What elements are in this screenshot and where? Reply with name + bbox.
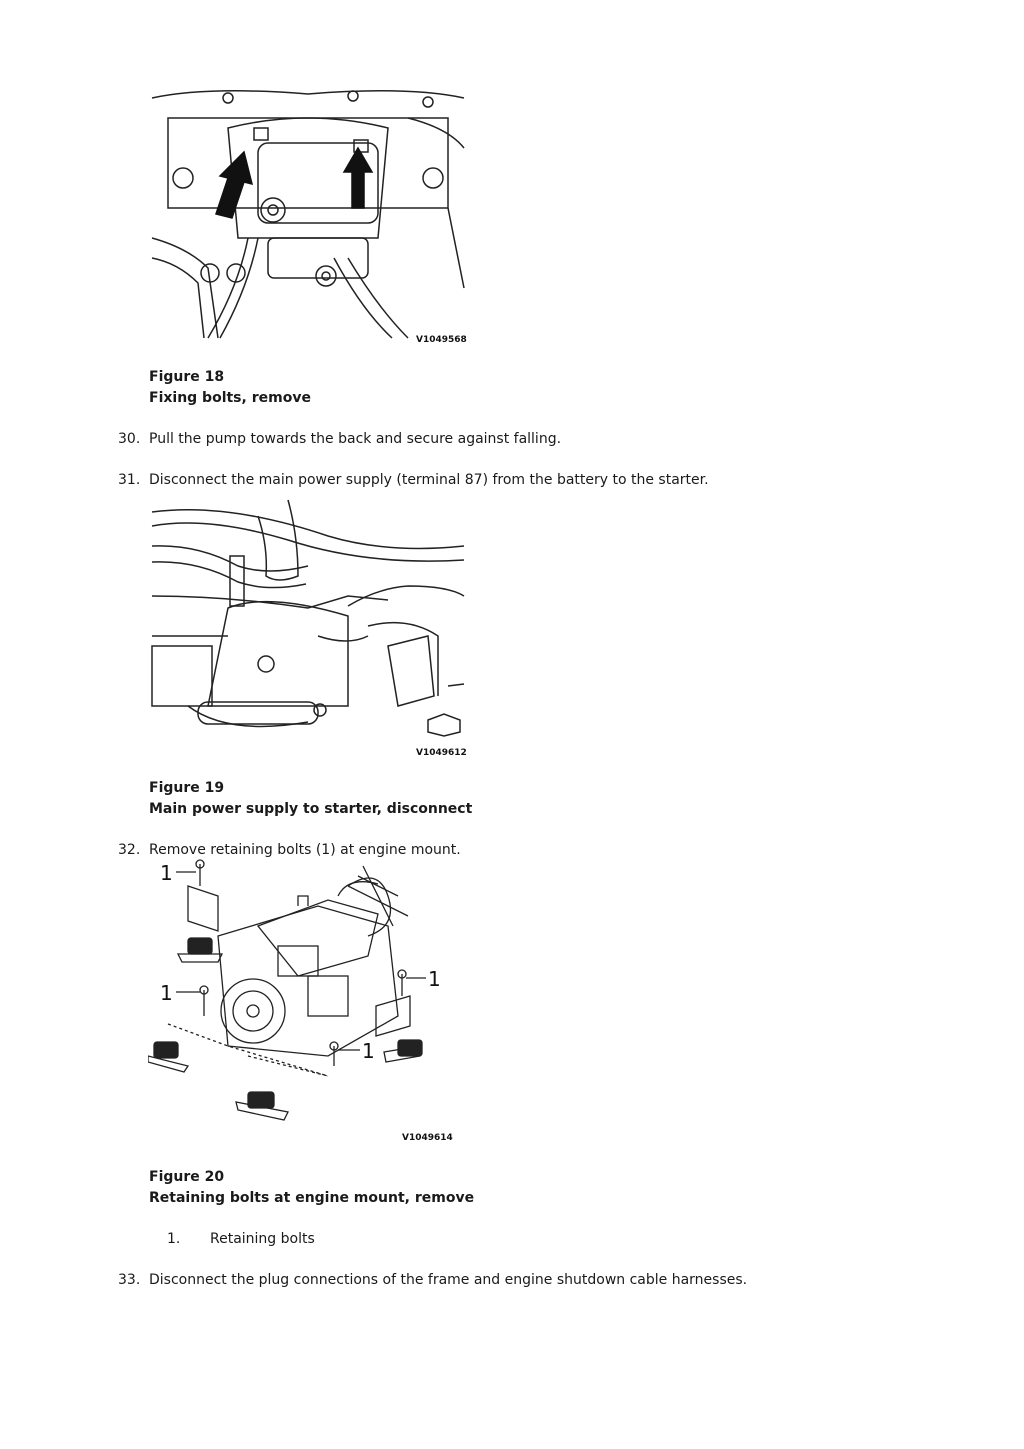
svg-text:V1049568: V1049568 (416, 335, 467, 345)
figure-19-title: Figure 19 (149, 780, 225, 796)
legend-label: Retaining bolts (210, 1231, 315, 1247)
legend-number: 1. (167, 1231, 181, 1247)
figure-20-image: 1 1 1 1 V1049614 (148, 856, 458, 1146)
figure-18-title: Figure 18 (149, 369, 225, 385)
svg-text:V1049612: V1049612 (416, 748, 467, 758)
step-number: 30. (118, 431, 141, 447)
step-text: Disconnect the plug connections of the f… (149, 1272, 748, 1288)
step-number: 33. (118, 1272, 141, 1288)
figure-18-caption: Figure 18 Fixing bolts, remove (149, 367, 311, 409)
figure-19-caption: Figure 19 Main power supply to starter, … (149, 778, 472, 820)
svg-text:1: 1 (362, 1039, 375, 1063)
svg-text:V1049614: V1049614 (402, 1133, 453, 1143)
step-33: 33. Disconnect the plug connections of th… (118, 1270, 747, 1290)
step-number: 31. (118, 472, 141, 488)
step-text: Disconnect the main power supply (termin… (149, 472, 709, 488)
figure-20-subtitle: Retaining bolts at engine mount, remove (149, 1190, 475, 1206)
step-30: 30. Pull the pump towards the back and se… (118, 429, 561, 449)
svg-text:1: 1 (160, 861, 173, 885)
svg-text:1: 1 (160, 981, 173, 1005)
figure-19-subtitle: Main power supply to starter, disconnect (149, 801, 473, 817)
figure-20-caption: Figure 20 Retaining bolts at engine moun… (149, 1167, 474, 1209)
figure-20-legend-item: 1. Retaining bolts (167, 1229, 315, 1249)
step-number: 32. (118, 842, 141, 858)
step-text: Remove retaining bolts (1) at engine mou… (149, 842, 461, 858)
step-32: 32. Remove retaining bolts (1) at engine … (118, 840, 461, 860)
figure-20-title: Figure 20 (149, 1169, 225, 1185)
step-text: Pull the pump towards the back and secur… (149, 431, 562, 447)
step-31: 31. Disconnect the main power supply (ter… (118, 470, 709, 490)
figure-18-image: V1049568 (148, 88, 468, 348)
figure-19-image: V1049612 (148, 496, 468, 761)
svg-text:1: 1 (428, 967, 441, 991)
figure-18-subtitle: Fixing bolts, remove (149, 390, 311, 406)
